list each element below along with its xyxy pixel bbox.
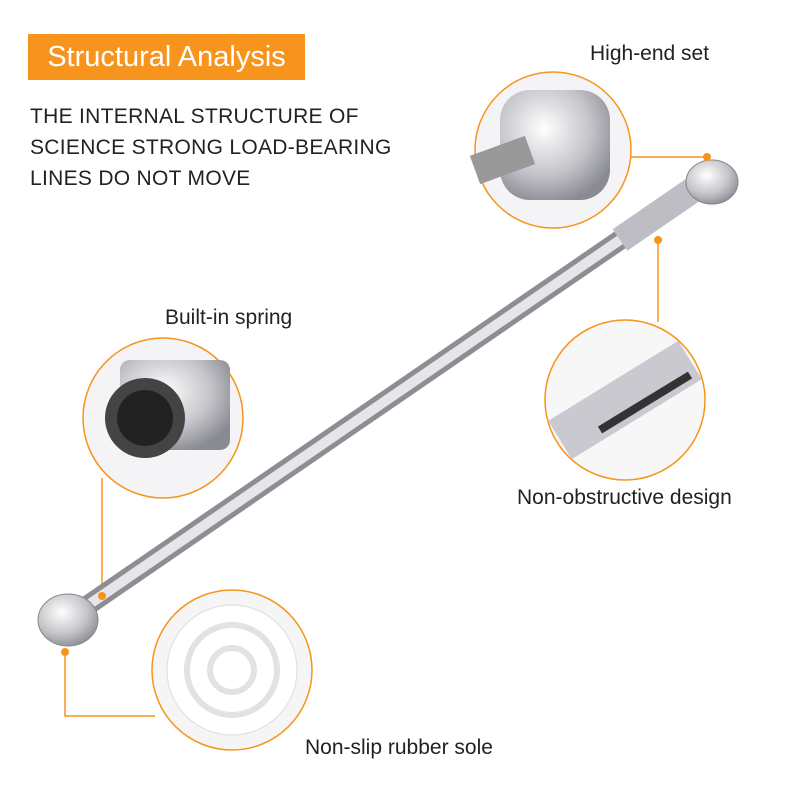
description-line: LINES DO NOT MOVE (30, 167, 251, 190)
description-line: THE INTERNAL STRUCTURE OF (30, 105, 359, 128)
connector-lines (64, 156, 707, 717)
tension-rod (37, 159, 739, 647)
label-rubber-sole: Non-slip rubber sole (305, 736, 493, 759)
label-non-obstructive: Non-obstructive design (517, 486, 732, 509)
description-line: SCIENCE STRONG LOAD-BEARING (30, 136, 392, 159)
marker-dots (61, 153, 711, 656)
label-spring: Built-in spring (165, 306, 293, 329)
section-title: Structural Analysis (28, 34, 305, 80)
description: THE INTERNAL STRUCTURE OF SCIENCE STRONG… (30, 101, 392, 194)
label-high-end: High-end set (590, 42, 710, 65)
